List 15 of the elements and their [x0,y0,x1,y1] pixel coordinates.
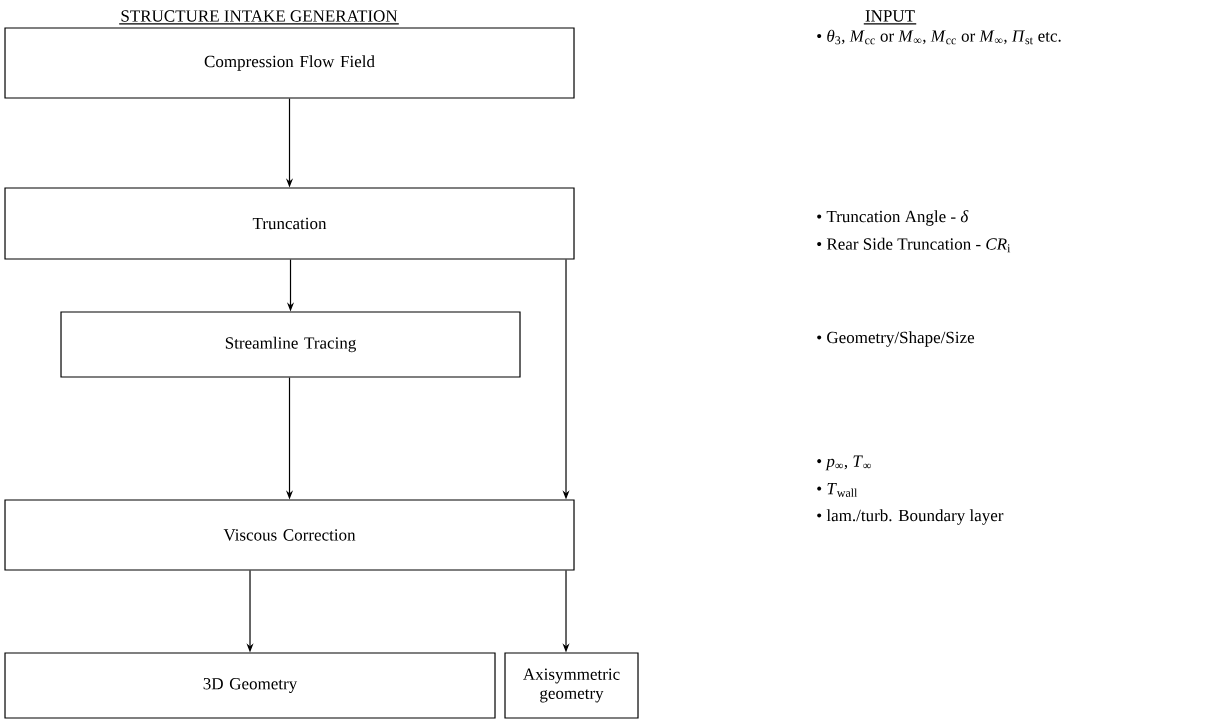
input-item: • p$_{∞}$, T$_{∞}$ [817,455,871,471]
process-box: 3D Geometry [4,652,496,719]
input-item: • Rear Side Truncation - CR$_{i}$ [817,237,1011,253]
process-box: Streamline Tracing [60,311,521,378]
input-item: • T$_{wall}$ [817,483,858,497]
input-item: • Geometry/Shape/Size [817,331,975,347]
process-box: Truncation [4,187,575,260]
input-item: • lam./turb. Boundary layer [817,509,1004,525]
input-item: • Truncation Angle - δ [817,210,969,226]
process-box: Compression Flow Field [4,27,575,99]
input-item: • θ$_{3}$, M$_{cc}$ or M$_{∞}$, M$_{cc}$ or M$_{∞}$, Π$_{st}$ etc. [817,29,1061,45]
process-box: Axisymmetric geometry [504,652,639,719]
heading: INPUT [863,10,917,25]
process-box: Viscous Correction [4,499,575,571]
heading: STRUCTURE INTAKE GENERATION [118,10,400,25]
